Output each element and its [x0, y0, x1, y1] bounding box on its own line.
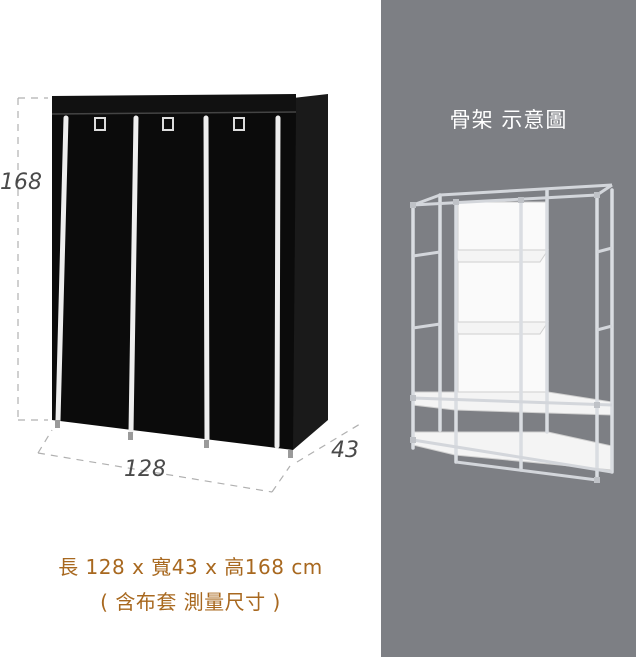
- velcro-tab-1: [94, 117, 106, 131]
- height-dimension-label: 168: [0, 170, 42, 195]
- width-dimension-label: 128: [124, 457, 166, 482]
- bottom-shelf: [412, 431, 613, 471]
- shelf-2: [454, 321, 549, 335]
- frame-bars: [412, 183, 613, 482]
- width-guide-line: [37, 452, 273, 493]
- size-caption-line1: 長 128 x 寬43 x 高168 cm: [58, 555, 323, 579]
- velcro-tab-2: [162, 117, 174, 131]
- velcro-tab-3: [233, 117, 245, 131]
- zipper-trim-4: [274, 115, 281, 449]
- wardrobe-top-panel: [52, 94, 296, 114]
- depth-dimension-label: 43: [331, 438, 359, 463]
- skeleton-panel-title: 骨架 示意圖: [449, 108, 568, 132]
- frame-poles: [411, 188, 614, 482]
- zipper-trim-3: [203, 115, 210, 443]
- wardrobe-front-cover: [52, 112, 296, 450]
- zipper-trim-1: [55, 115, 69, 423]
- shelf-1: [454, 249, 549, 263]
- zipper-trim-2: [128, 115, 139, 435]
- center-back-panel: [457, 201, 549, 399]
- covered-wardrobe-illustration: [17, 94, 361, 493]
- size-caption-line2: ( 含布套 測量尺寸 ): [100, 590, 281, 614]
- wardrobe-side-panel: [293, 94, 328, 450]
